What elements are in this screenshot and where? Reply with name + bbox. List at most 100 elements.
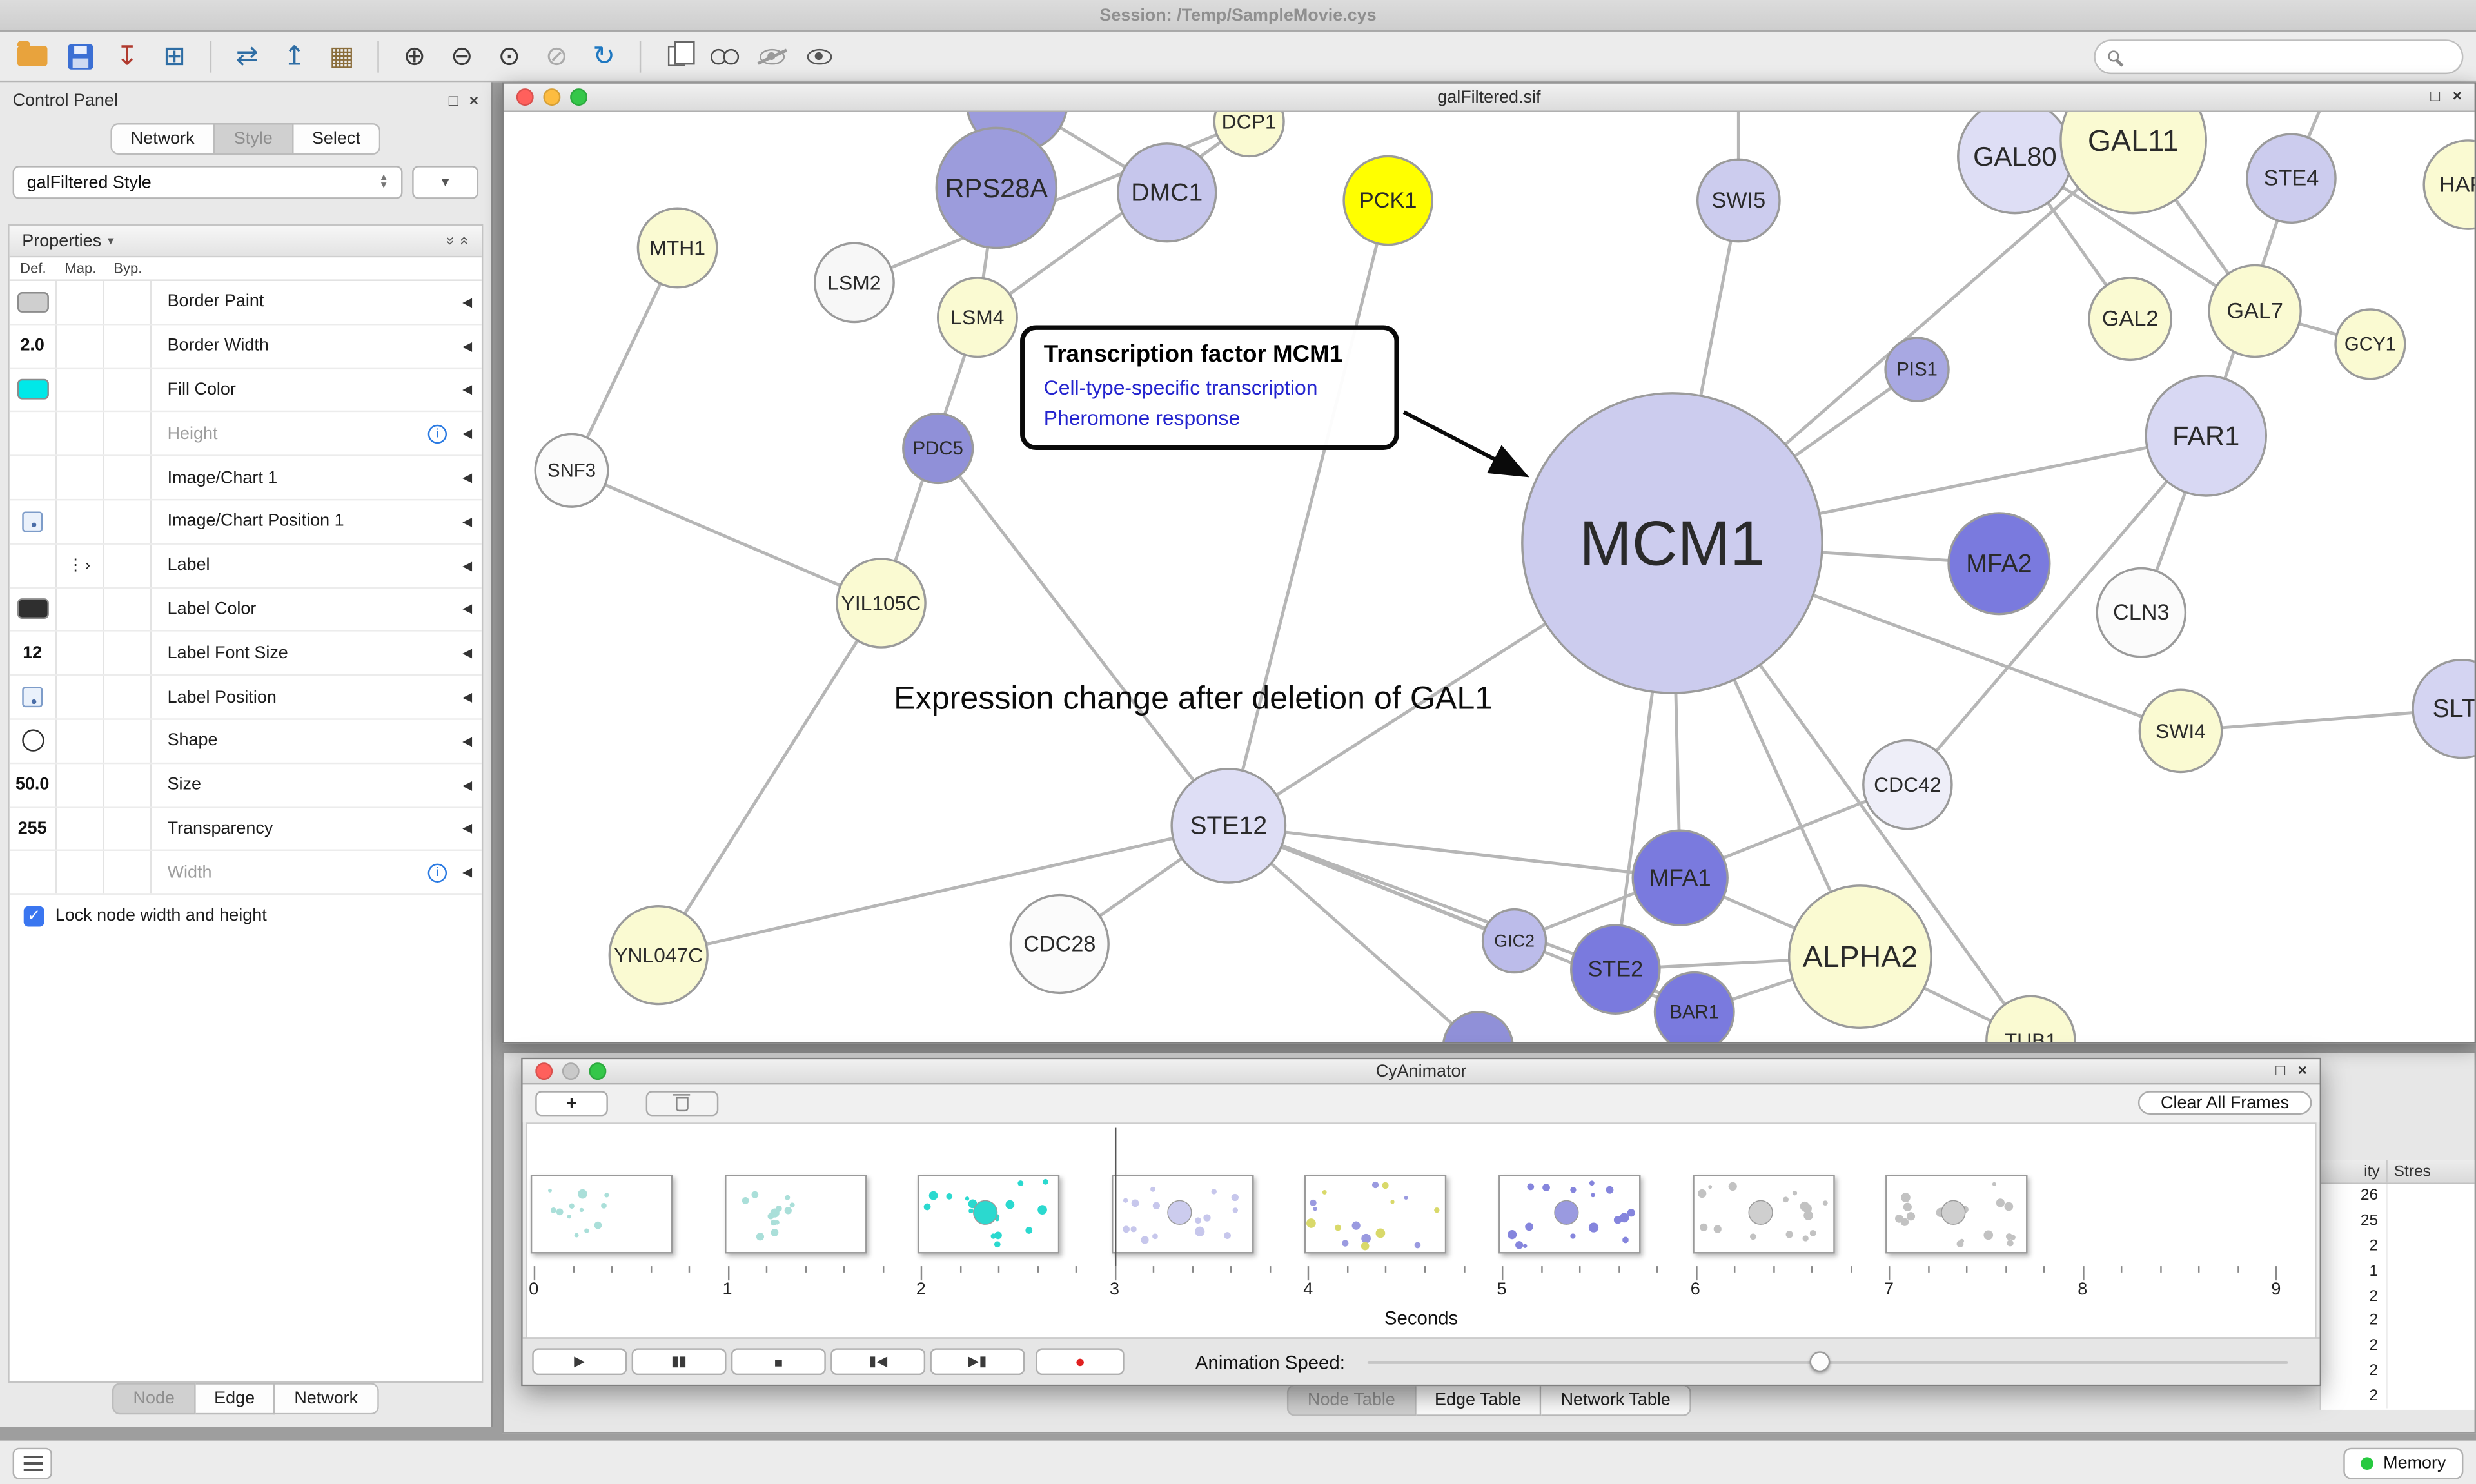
info-icon[interactable]: i: [427, 863, 447, 883]
property-row-fill-color[interactable]: Fill Color◀: [9, 369, 482, 413]
tab-style[interactable]: Style: [215, 123, 293, 155]
network-edge[interactable]: [657, 602, 883, 956]
network-window-titlebar[interactable]: galFiltered.sif □ ×: [504, 83, 2475, 112]
network-node-YNL047C[interactable]: [608, 905, 709, 1006]
network-node-SWI4[interactable]: [2138, 688, 2223, 774]
zoom-out-icon[interactable]: ⊖: [450, 40, 473, 70]
play-button[interactable]: ▶: [532, 1348, 627, 1376]
network-node-CDC42[interactable]: [1862, 739, 1953, 830]
expand-row-icon[interactable]: ◀: [462, 602, 473, 617]
panel-tab-network[interactable]: Network: [275, 1383, 378, 1415]
property-row-label[interactable]: ⋮›Label◀: [9, 544, 482, 589]
table-tab-edge-table[interactable]: Edge Table: [1415, 1384, 1542, 1416]
tab-select[interactable]: Select: [293, 123, 381, 155]
expand-row-icon[interactable]: ◀: [462, 734, 473, 748]
frame-thumbnail-1[interactable]: [724, 1175, 867, 1254]
save-session-icon[interactable]: [60, 36, 99, 75]
network-node-SLT2[interactable]: [2412, 658, 2475, 759]
skip-start-button[interactable]: ▮◀: [830, 1348, 926, 1376]
network-edge[interactable]: [570, 247, 679, 471]
minimize-window-icon[interactable]: [562, 1062, 580, 1080]
refresh-icon[interactable]: ↻: [593, 40, 616, 70]
style-combobox[interactable]: galFiltered Style ▲▼: [12, 166, 403, 199]
properties-header[interactable]: Properties ▾ » «: [9, 226, 482, 258]
annotation-link-2[interactable]: Pheromone response: [1043, 405, 1241, 429]
table-column-header-stress[interactable]: Stres: [2393, 1162, 2431, 1180]
mapping-cell[interactable]: [57, 456, 104, 499]
default-value-cell[interactable]: [10, 719, 57, 763]
bypass-cell[interactable]: [104, 413, 152, 455]
network-node-cutBottom[interactable]: [1442, 1011, 1514, 1042]
table-row[interactable]: 2: [2321, 1309, 2475, 1334]
zoom-fit-icon[interactable]: ⊙: [498, 40, 521, 70]
panel-tab-node[interactable]: Node: [112, 1383, 195, 1415]
network-node-PDC5[interactable]: [902, 412, 974, 485]
memory-button[interactable]: Memory: [2343, 1447, 2464, 1479]
bypass-cell[interactable]: [104, 500, 152, 543]
frame-thumbnail-2[interactable]: [918, 1175, 1060, 1254]
network-node-YIL105C[interactable]: [836, 558, 927, 649]
expand-row-icon[interactable]: ◀: [462, 646, 473, 661]
table-row[interactable]: 26: [2321, 1184, 2475, 1209]
network-node-GIC2[interactable]: [1481, 908, 1548, 974]
network-node-CDC28[interactable]: [1009, 893, 1110, 995]
default-value-cell[interactable]: [10, 456, 57, 499]
pause-button[interactable]: ▮▮: [631, 1348, 727, 1376]
mapping-cell[interactable]: ⋮›: [57, 544, 104, 587]
table-tab-node-table[interactable]: Node Table: [1287, 1384, 1416, 1416]
collapse-all-icon[interactable]: «: [456, 236, 474, 246]
bypass-cell[interactable]: [104, 632, 152, 675]
add-frame-button[interactable]: +: [535, 1091, 608, 1117]
network-edge[interactable]: [571, 469, 882, 605]
network-node-MFA2[interactable]: [1947, 512, 2051, 616]
network-node-CLN3[interactable]: [2096, 567, 2187, 658]
mapping-cell[interactable]: [57, 588, 104, 631]
network-edge[interactable]: [658, 824, 1229, 957]
annotation-link-1[interactable]: Cell-type-specific transcription: [1043, 375, 1318, 400]
default-value-cell[interactable]: [10, 413, 57, 455]
canvas-caption-text[interactable]: Expression change after deletion of GAL1: [894, 680, 1493, 716]
mapping-cell[interactable]: [57, 763, 104, 806]
mapping-cell[interactable]: [57, 851, 104, 894]
default-value-cell[interactable]: [10, 369, 57, 411]
mapping-cell[interactable]: [57, 807, 104, 850]
frame-thumbnail-7[interactable]: [1885, 1175, 2028, 1254]
timeline-playhead[interactable]: [1114, 1127, 1117, 1267]
network-node-DCP1[interactable]: [1213, 112, 1285, 158]
property-row-label-position[interactable]: Label Position◀: [9, 676, 482, 720]
bypass-cell[interactable]: [104, 280, 152, 324]
table-row[interactable]: 2: [2321, 1358, 2475, 1384]
cyanimator-titlebar[interactable]: CyAnimator □ ×: [522, 1059, 2320, 1085]
property-row-shape[interactable]: Shape◀: [9, 719, 482, 764]
property-row-image-chart-1[interactable]: Image/Chart 1◀: [9, 456, 482, 501]
expand-row-icon[interactable]: ◀: [462, 514, 473, 529]
network-node-ALPHA2[interactable]: [1787, 884, 1932, 1030]
expand-row-icon[interactable]: ◀: [462, 295, 473, 309]
lock-size-checkbox[interactable]: ✓: [23, 905, 44, 926]
mapping-cell[interactable]: [57, 324, 104, 367]
network-node-PCK1[interactable]: [1342, 155, 1433, 246]
network-node-MFA1[interactable]: [1631, 829, 1729, 926]
frame-thumbnail-6[interactable]: [1692, 1175, 1834, 1254]
search-input[interactable]: [2128, 46, 2450, 66]
bypass-cell[interactable]: [104, 807, 152, 850]
style-options-button[interactable]: ▼: [412, 166, 479, 199]
open-session-icon[interactable]: [13, 36, 52, 75]
mapping-cell[interactable]: [57, 632, 104, 675]
close-view-icon[interactable]: ×: [2297, 1062, 2307, 1080]
default-value-cell[interactable]: [10, 851, 57, 894]
close-view-icon[interactable]: ×: [2452, 88, 2462, 106]
default-value-cell[interactable]: 50.0: [10, 763, 57, 806]
network-edge[interactable]: [1228, 824, 1616, 971]
network-edge[interactable]: [1228, 824, 1680, 880]
zoom-window-icon[interactable]: [589, 1062, 607, 1080]
network-node-STE12[interactable]: [1170, 767, 1287, 884]
panel-tab-edge[interactable]: Edge: [195, 1383, 275, 1415]
property-row-border-paint[interactable]: Border Paint◀: [9, 280, 482, 325]
network-node-TUB1[interactable]: [1985, 995, 2076, 1042]
